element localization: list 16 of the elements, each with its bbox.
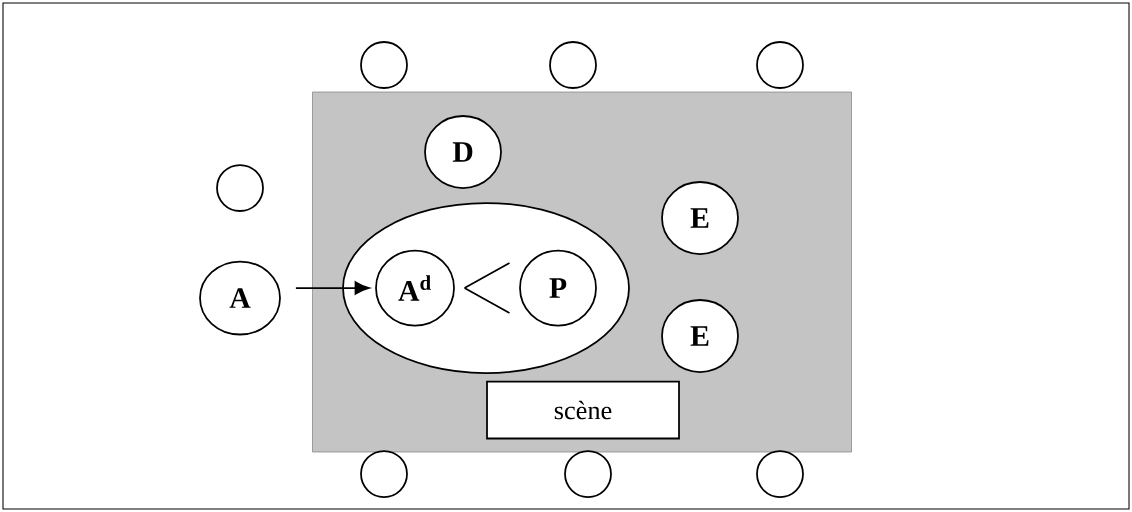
chevron-lines — [463, 262, 511, 314]
circle-node — [216, 164, 264, 212]
arrow — [295, 281, 370, 295]
circle-node — [549, 41, 597, 89]
circle-node — [756, 450, 804, 498]
circle-node: A$^{d}$ — [375, 249, 455, 327]
circle-node — [360, 41, 408, 89]
circle-node: P — [519, 249, 597, 327]
circle-node — [564, 450, 612, 498]
box-node: scène — [486, 380, 680, 440]
circle-node: A — [199, 260, 281, 336]
circle-node: D — [424, 115, 502, 189]
circle-node — [756, 41, 804, 89]
circle-node — [360, 450, 408, 498]
circle-node: E — [661, 299, 739, 373]
circle-node: E — [661, 181, 739, 255]
